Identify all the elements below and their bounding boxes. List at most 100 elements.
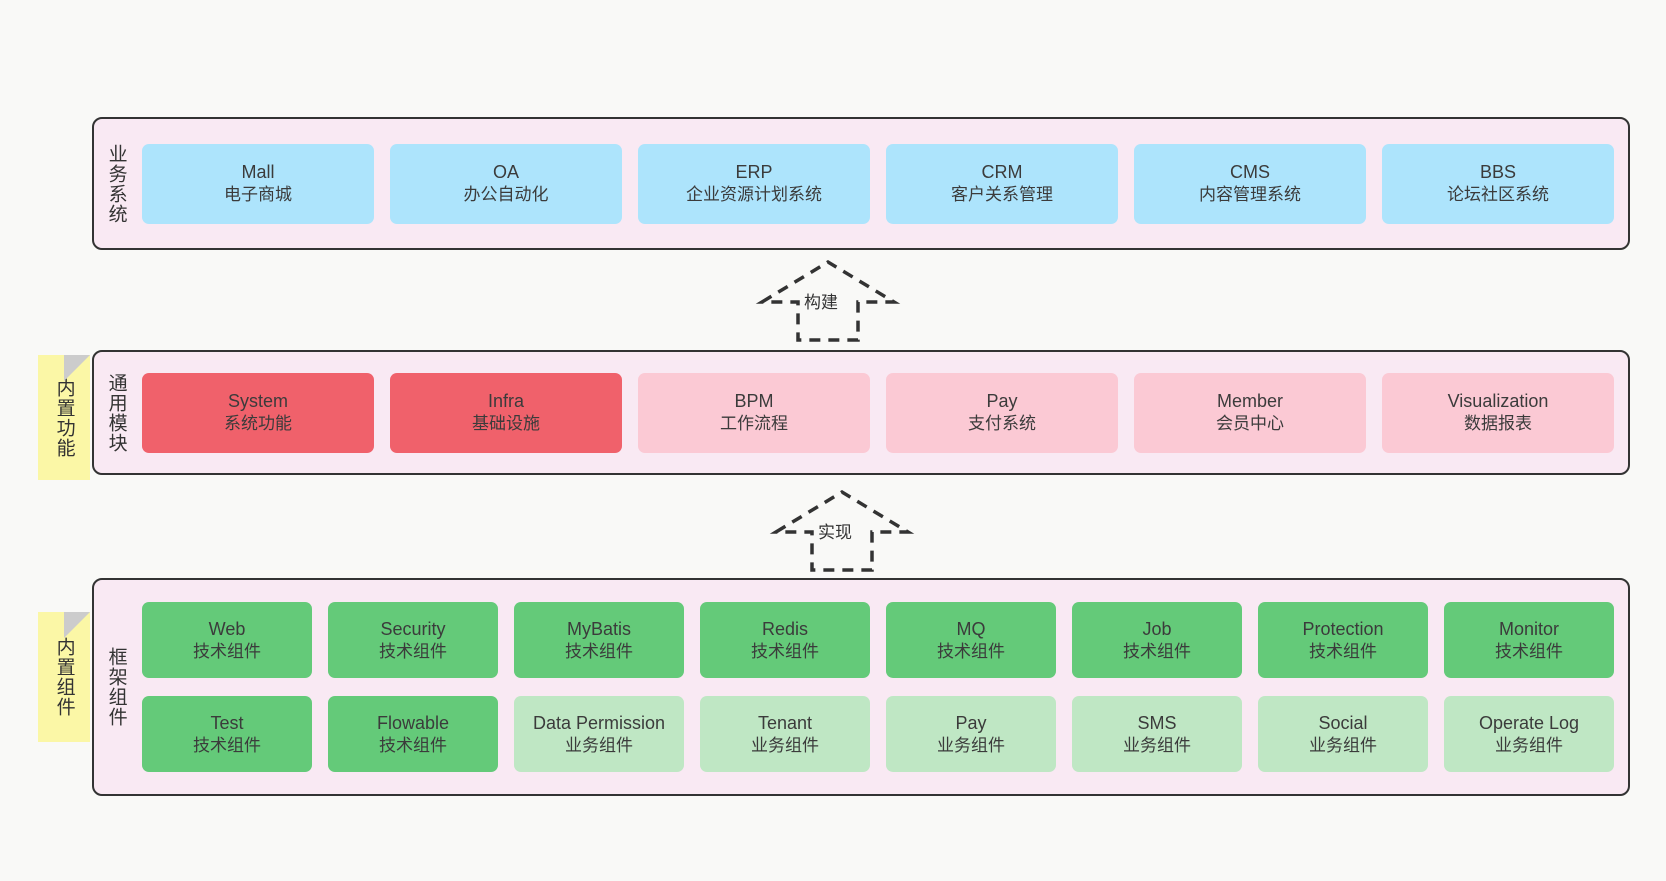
note-builtin-features: 内置功能 [38, 355, 90, 480]
general-module-card-subtitle: 支付系统 [968, 414, 1036, 434]
framework-tech-card-title: Security [380, 618, 446, 639]
general-module-card-title: BPM [734, 391, 774, 412]
note-builtin-features-label: 内置功能 [53, 377, 75, 458]
business-system-card-subtitle: 客户关系管理 [951, 185, 1053, 205]
layer-business-system-label: 业务系统 [105, 143, 127, 224]
framework-biz-card-title: Test [210, 712, 244, 733]
framework-biz-card-title: Data Permission [532, 712, 666, 733]
framework-biz-card-subtitle: 业务组件 [937, 735, 1005, 755]
framework-tech-card-subtitle: 技术组件 [751, 641, 819, 661]
framework-tech-card-title: Redis [761, 618, 809, 639]
framework-tech-card-subtitle: 技术组件 [193, 641, 261, 661]
framework-biz-card-subtitle: 技术组件 [193, 735, 261, 755]
framework-biz-card-subtitle: 业务组件 [1495, 735, 1563, 755]
note-builtin-components-label: 内置组件 [53, 637, 75, 717]
connector-build-label: 构建 [804, 293, 838, 312]
general-module-card-subtitle: 系统功能 [224, 414, 292, 434]
layer-framework-component-label: 框架组件 [105, 647, 127, 727]
business-system-card-title: CMS [1230, 162, 1270, 183]
framework-tech-card-subtitle: 技术组件 [1123, 641, 1191, 661]
general-module-card-title: System [227, 391, 288, 412]
business-system-card-subtitle: 企业资源计划系统 [686, 185, 822, 205]
framework-biz-card-title: Operate Log [1478, 712, 1580, 733]
business-system-card-title: Mall [241, 162, 275, 183]
framework-tech-card-subtitle: 技术组件 [565, 641, 633, 661]
business-system-card-subtitle: 电子商城 [224, 185, 292, 205]
framework-biz-card-title: SMS [1137, 712, 1177, 733]
business-system-card-subtitle: 内容管理系统 [1199, 185, 1301, 205]
connector-implement: 实现 [769, 488, 915, 572]
note-builtin-components: 内置组件 [38, 612, 90, 742]
framework-biz-card-title: Tenant [757, 712, 813, 733]
framework-biz-card-title: Flowable [376, 712, 450, 733]
general-module-card-subtitle: 数据报表 [1464, 414, 1532, 434]
business-system-card-title: CRM [981, 162, 1023, 183]
connector-build: 构建 [755, 258, 901, 342]
connector-implement-label: 实现 [818, 523, 852, 542]
framework-tech-card-title: Job [1142, 618, 1172, 639]
framework-biz-card-subtitle: 业务组件 [1309, 735, 1377, 755]
framework-tech-card-subtitle: 技术组件 [379, 641, 447, 661]
framework-tech-card-subtitle: 技术组件 [937, 641, 1005, 661]
connector-build-arrow-icon [755, 259, 901, 342]
framework-tech-card-title: MQ [956, 618, 986, 639]
layer-general-module-label: 通用模块 [105, 372, 127, 453]
general-module-card-subtitle: 会员中心 [1216, 414, 1284, 434]
general-module-card-title: Visualization [1447, 391, 1549, 412]
framework-tech-card-title: Protection [1302, 618, 1384, 639]
framework-tech-card-subtitle: 技术组件 [1309, 641, 1377, 661]
business-system-card-subtitle: 论坛社区系统 [1447, 185, 1549, 205]
business-system-card-title: BBS [1479, 162, 1517, 183]
business-system-card-title: ERP [735, 162, 773, 183]
framework-biz-card-subtitle: 业务组件 [751, 735, 819, 755]
general-module-card-subtitle: 工作流程 [720, 414, 788, 434]
framework-biz-card-subtitle: 业务组件 [565, 735, 633, 755]
framework-tech-card-title: MyBatis [566, 618, 631, 639]
framework-biz-card-subtitle: 业务组件 [1123, 735, 1191, 755]
general-module-card-title: Infra [487, 391, 525, 412]
framework-biz-card-subtitle: 技术组件 [379, 735, 447, 755]
general-module-card-title: Pay [986, 391, 1018, 412]
business-system-card-subtitle: 办公自动化 [463, 185, 549, 205]
general-module-card-title: Member [1216, 391, 1283, 412]
business-system-card-title: OA [492, 162, 519, 183]
